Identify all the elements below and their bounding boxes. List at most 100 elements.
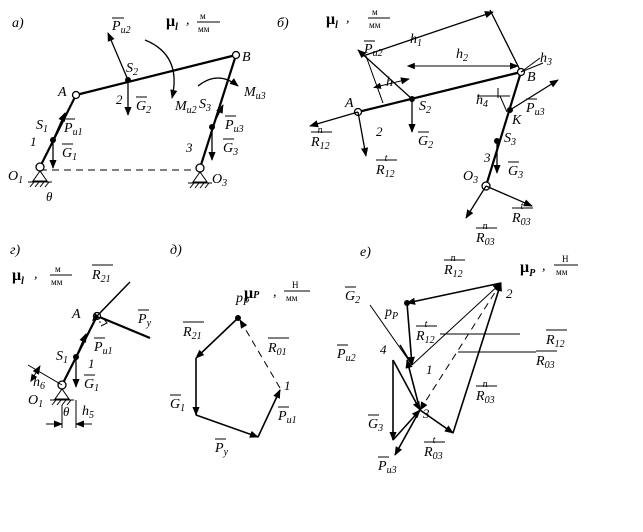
svg-text:h5: h5: [82, 404, 94, 421]
svg-text:м: м: [372, 7, 378, 17]
scale-mu-l: μl: [166, 13, 178, 33]
svg-text:h3: h3: [540, 51, 552, 68]
svg-text:Pи1: Pи1: [63, 121, 83, 138]
svg-text:2: 2: [376, 124, 383, 139]
svg-text:S2: S2: [126, 61, 138, 78]
svg-text:R03: R03: [535, 354, 555, 371]
svg-text:2: 2: [116, 92, 123, 107]
panel-b: б) μl , м мм A B K: [277, 7, 559, 248]
svg-text:R12: R12: [545, 333, 565, 350]
svg-text:мм: мм: [51, 277, 63, 287]
scale-len-den: мм: [198, 24, 210, 34]
svg-text:мм: мм: [556, 267, 568, 277]
svg-text:μP: μP: [244, 285, 260, 302]
svg-text:R12t: R12t: [375, 153, 395, 180]
svg-text:R03n: R03n: [475, 221, 495, 248]
svg-text:Pи1: Pи1: [93, 340, 113, 357]
svg-text:Н: Н: [562, 254, 569, 264]
panel-a-label: а): [12, 16, 24, 31]
pin-joint-icon: [195, 163, 205, 173]
ground-support-icon: [28, 170, 52, 188]
pin-joint-icon: [71, 90, 81, 100]
pin-joint-icon: [35, 162, 45, 172]
svg-text:S3: S3: [504, 131, 516, 148]
svg-text:2: 2: [506, 286, 513, 301]
svg-text:,: ,: [186, 13, 190, 28]
panel-a: а) μl м мм ,: [8, 11, 266, 204]
svg-text:G2: G2: [418, 134, 433, 151]
svg-text:S1: S1: [56, 349, 68, 366]
svg-text:Pи2: Pи2: [111, 19, 131, 36]
svg-text:μP: μP: [520, 259, 536, 279]
svg-text:G1: G1: [84, 377, 99, 394]
svg-text:Mи2: Mи2: [174, 99, 197, 116]
svg-text:,: ,: [346, 11, 350, 26]
svg-text:1: 1: [426, 362, 433, 377]
svg-text:г): г): [10, 243, 20, 258]
svg-text:Pи2: Pи2: [363, 42, 383, 59]
svg-text:S2: S2: [419, 99, 431, 116]
svg-text:h6: h6: [33, 375, 45, 392]
panel-g: г) μl , м мм A R21 Pу S1 Pи1 G1: [10, 243, 152, 428]
svg-text:O3: O3: [212, 172, 227, 189]
svg-text:3: 3: [422, 406, 430, 421]
svg-text:Mи3: Mи3: [243, 85, 266, 102]
right-angle-icon: [100, 317, 108, 327]
svg-text:R21: R21: [182, 325, 202, 342]
svg-text:Pу: Pу: [214, 441, 229, 458]
svg-text:,: ,: [34, 267, 38, 282]
svg-text:G3: G3: [223, 141, 238, 158]
svg-text:,: ,: [273, 285, 277, 300]
panel-d: д) μP , Н мм pP R21 R01 G1 Pу Pи1 1: [170, 243, 310, 458]
svg-text:O1: O1: [28, 393, 43, 410]
svg-text:Pи3: Pи3: [224, 118, 244, 135]
svg-text:1: 1: [88, 356, 95, 371]
svg-text:G3: G3: [368, 417, 383, 434]
svg-text:A: A: [57, 85, 67, 100]
svg-text:R03t: R03t: [511, 201, 531, 228]
svg-text:G1: G1: [170, 397, 185, 414]
svg-text:S1: S1: [36, 118, 48, 135]
svg-text:G2: G2: [345, 289, 360, 306]
svg-text:мм: мм: [286, 293, 298, 303]
svg-text:K: K: [511, 113, 522, 128]
svg-text:μl: μl: [326, 11, 338, 31]
svg-text:h: h: [386, 75, 393, 90]
svg-text:3: 3: [185, 140, 193, 155]
svg-text:Pи1: Pи1: [277, 409, 297, 426]
link-2: [75, 53, 237, 97]
svg-text:е): е): [360, 245, 371, 260]
svg-text:б): б): [277, 16, 289, 31]
moment-arc-icon: [197, 77, 239, 87]
svg-text:θ: θ: [46, 189, 53, 204]
svg-text:Н: Н: [292, 280, 299, 290]
pin-joint-icon: [231, 50, 241, 60]
svg-text:h2: h2: [456, 47, 468, 64]
svg-text:R12n: R12n: [443, 253, 463, 280]
svg-text:h1: h1: [410, 32, 422, 49]
scale-len-num: м: [200, 11, 206, 21]
svg-text:Pи3: Pи3: [377, 459, 397, 476]
svg-text:R21: R21: [91, 268, 111, 285]
svg-text:1: 1: [284, 378, 291, 393]
svg-text:Pу: Pу: [137, 312, 152, 329]
moment-arc-icon: [144, 39, 178, 99]
svg-text:pP: pP: [235, 291, 249, 308]
link-1: [39, 94, 77, 168]
svg-text:G1: G1: [62, 146, 77, 163]
svg-text:R12n: R12n: [310, 125, 330, 152]
svg-text:S3: S3: [199, 97, 211, 114]
svg-text:3: 3: [483, 150, 491, 165]
svg-text:Pи3: Pи3: [525, 101, 545, 118]
panel-e: е) μP , Н мм pP R12n R12t R12 R03 R03n R…: [336, 245, 578, 476]
svg-text:R03t: R03t: [423, 435, 443, 462]
svg-text:R03n: R03n: [475, 379, 495, 406]
svg-text:h4: h4: [476, 93, 488, 110]
svg-text:G2: G2: [136, 99, 151, 116]
svg-text:θ: θ: [63, 404, 70, 419]
svg-text:д): д): [170, 243, 182, 258]
ground-support-icon: [188, 171, 212, 189]
svg-text:4: 4: [380, 342, 387, 357]
svg-text:,: ,: [542, 259, 546, 274]
